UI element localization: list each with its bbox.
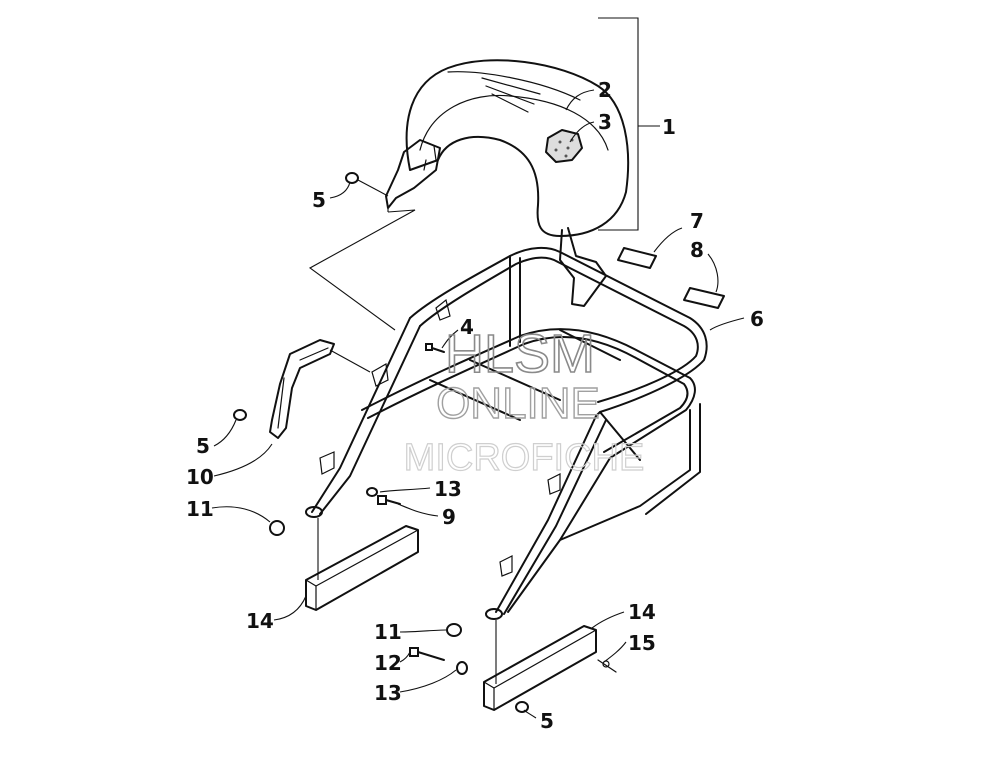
callout-leaders <box>211 89 745 719</box>
mounting-plate-left[interactable] <box>305 525 419 611</box>
callout-14-left: 14 <box>246 609 274 633</box>
rack-frame[interactable] <box>305 246 708 620</box>
callout-5-bottom: 5 <box>540 709 554 733</box>
callout-8: 8 <box>690 238 704 262</box>
callout-12: 12 <box>374 651 402 675</box>
guide-lines <box>308 179 497 684</box>
washer-13-lower[interactable] <box>456 661 468 675</box>
backrest-pad[interactable] <box>385 59 630 307</box>
mounting-plate-right[interactable] <box>483 625 597 711</box>
washer-13-upper[interactable] <box>366 487 378 497</box>
bolt-4[interactable] <box>425 343 445 353</box>
callout-5-top: 5 <box>312 188 326 212</box>
bolt-9[interactable] <box>377 495 401 505</box>
callout-14-right: 14 <box>628 600 656 624</box>
callout-5-left: 5 <box>196 434 210 458</box>
watermark: HLSM ONLINE MICROFICHE <box>403 323 645 479</box>
callout-11-right: 11 <box>374 620 402 644</box>
decal-7[interactable] <box>617 247 657 269</box>
watermark-line-2: ONLINE <box>436 379 600 428</box>
nut-5-bottom[interactable] <box>515 701 529 713</box>
assembly-bracket <box>598 17 639 231</box>
callout-4: 4 <box>460 315 474 339</box>
decal-8[interactable] <box>683 287 725 309</box>
cap-11-right[interactable] <box>446 623 462 637</box>
backrest-reflector[interactable] <box>545 129 583 163</box>
callout-9: 9 <box>442 505 456 529</box>
callout-7: 7 <box>690 209 704 233</box>
callout-1: 1 <box>662 115 676 139</box>
tie-15[interactable] <box>597 659 617 673</box>
callout-10: 10 <box>186 465 214 489</box>
bolt-12[interactable] <box>409 647 445 661</box>
cap-11-left[interactable] <box>269 520 285 536</box>
callout-13-lower: 13 <box>374 681 402 705</box>
callout-15: 15 <box>628 631 656 655</box>
side-handle[interactable] <box>269 339 335 439</box>
watermark-line-3: MICROFICHE <box>404 437 645 479</box>
callout-2: 2 <box>598 78 612 102</box>
callout-11-left: 11 <box>186 497 214 521</box>
watermark-line-1: HLSM <box>445 324 595 384</box>
nut-5-top[interactable] <box>345 172 359 184</box>
callout-6: 6 <box>750 307 764 331</box>
backrest-logo-decal <box>481 77 541 113</box>
callout-13-upper: 13 <box>434 477 462 501</box>
nut-5-left[interactable] <box>233 409 247 421</box>
callout-3: 3 <box>598 110 612 134</box>
